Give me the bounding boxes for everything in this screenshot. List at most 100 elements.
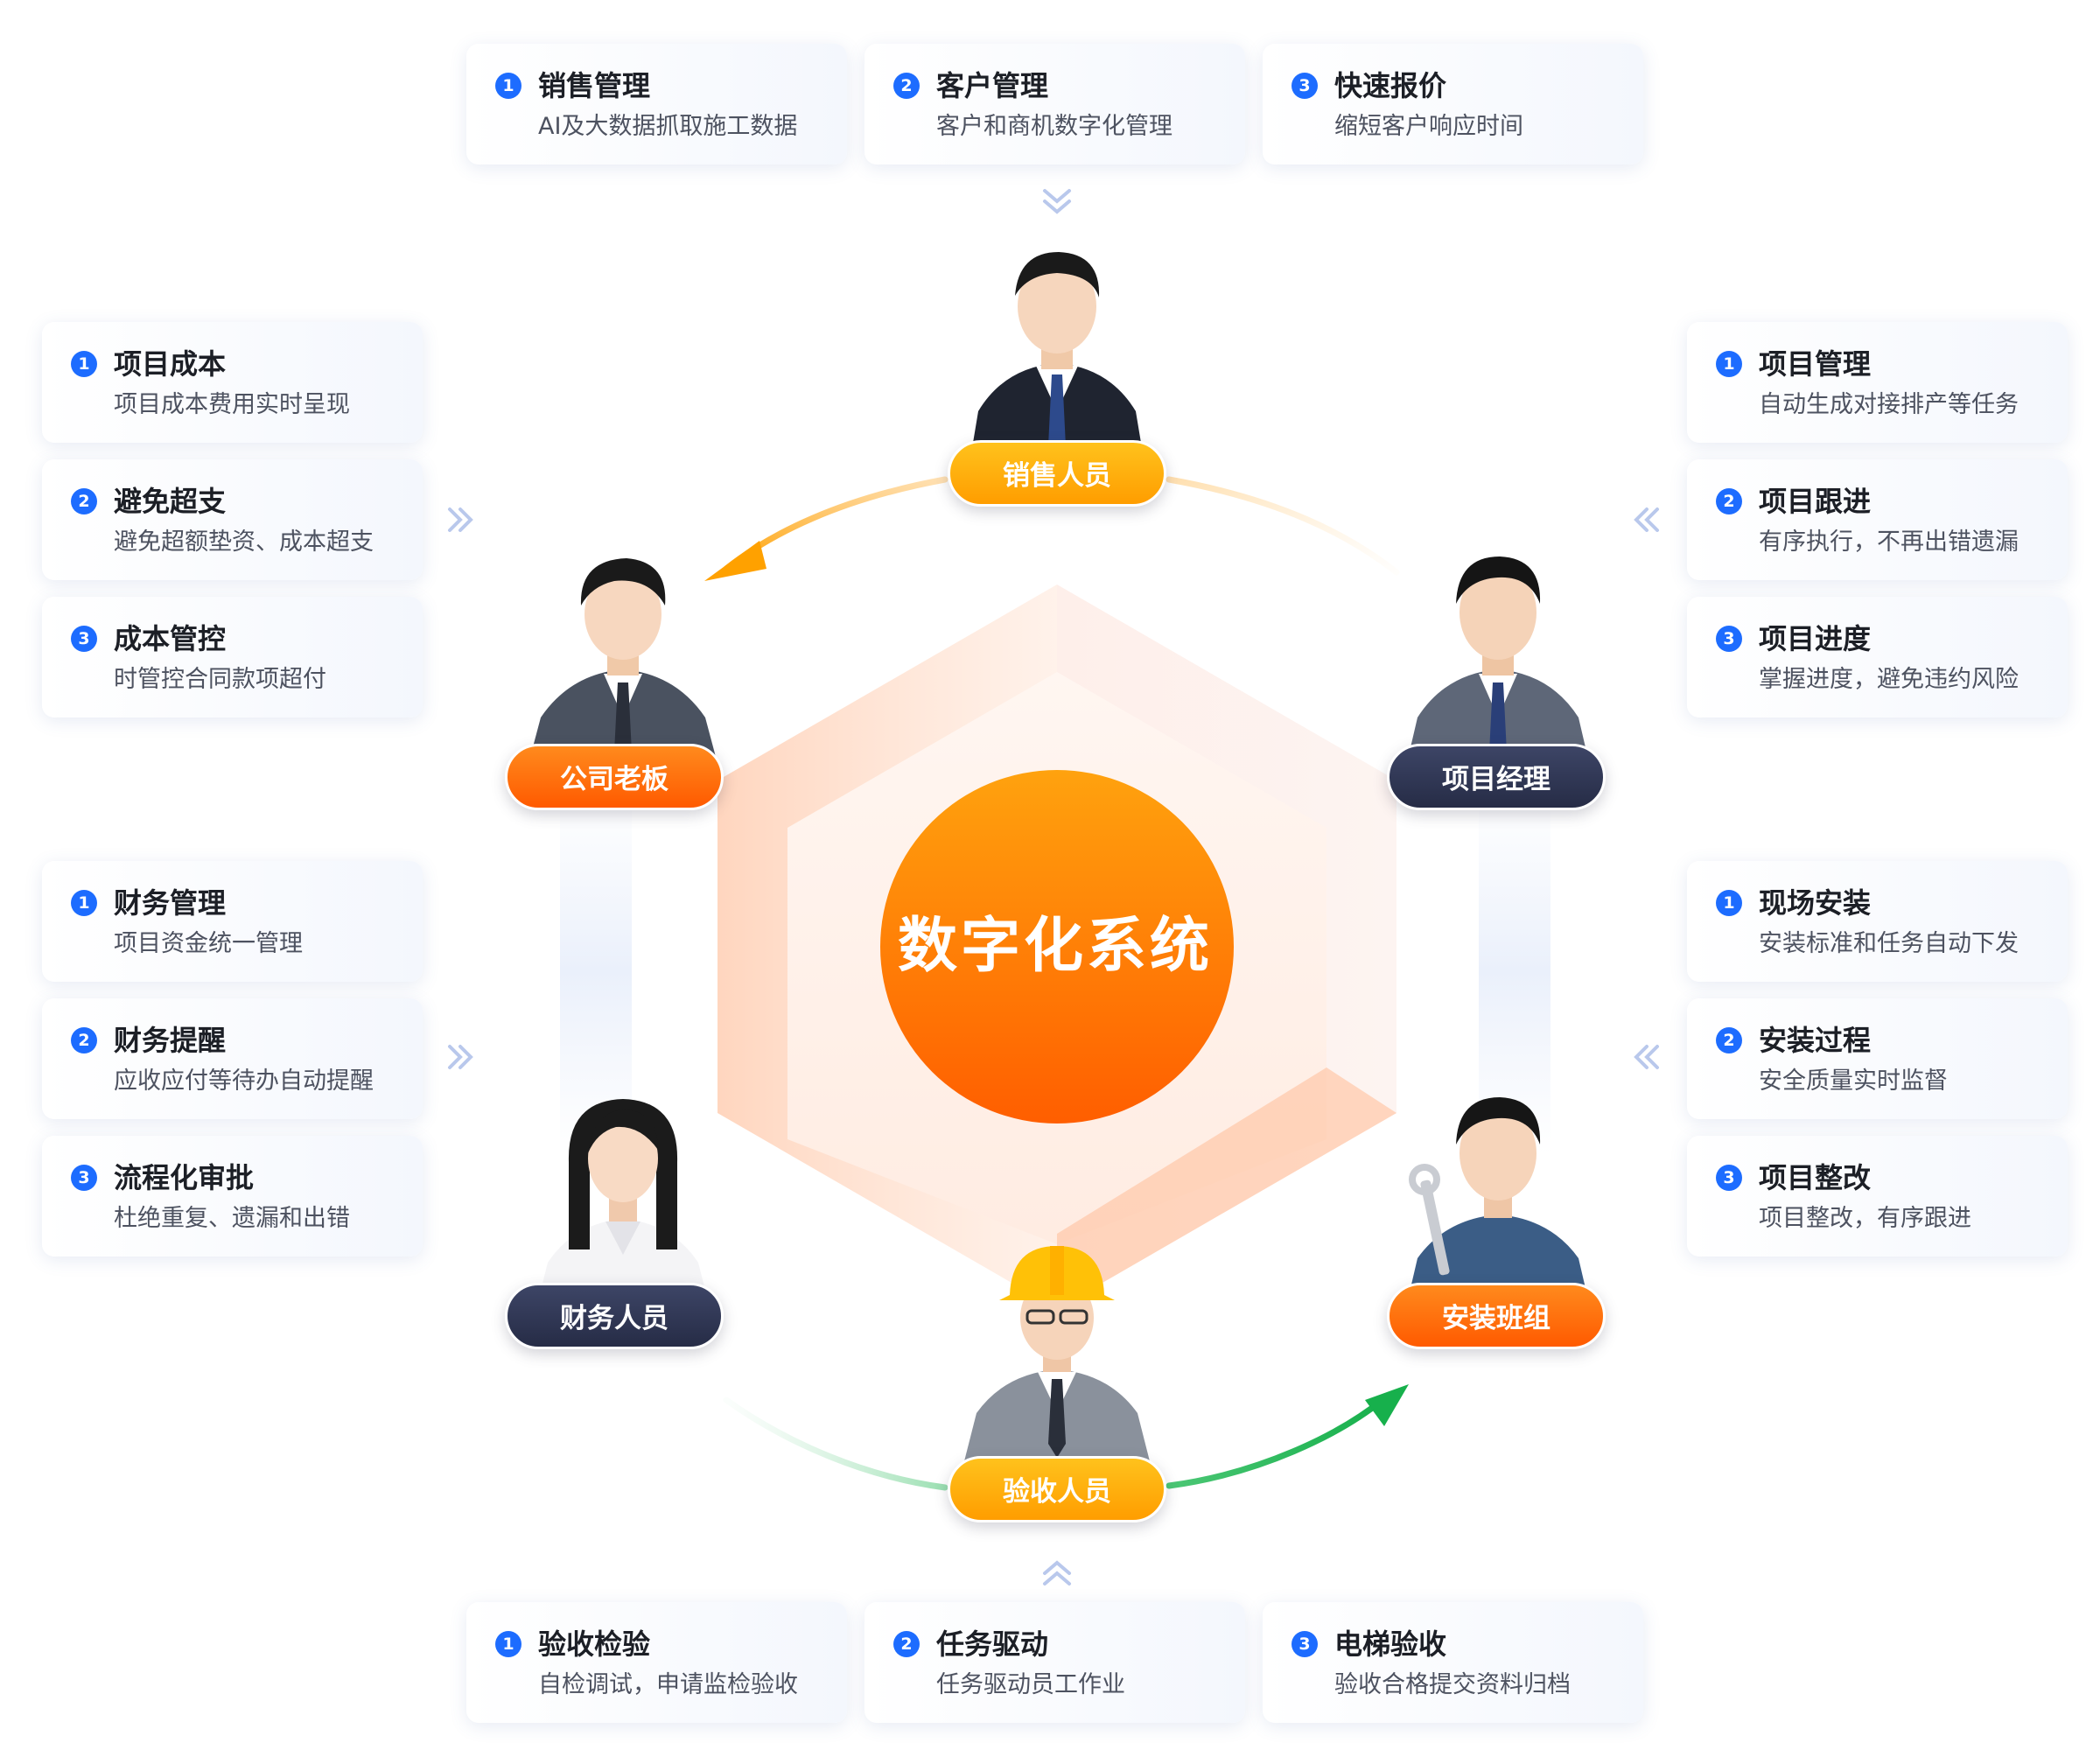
ring-arc-top-right: [1166, 476, 1400, 576]
card-finance-reminder[interactable]: 2 财务提醒 应收应付等待办自动提醒: [42, 998, 423, 1119]
role-acceptance[interactable]: 验收人员: [948, 1456, 1166, 1522]
card-description: 项目资金统一管理: [114, 930, 303, 957]
card-onsite-install[interactable]: 1 现场安装 安装标准和任务自动下发: [1687, 861, 2068, 982]
role-project-manager[interactable]: 项目经理: [1387, 744, 1606, 810]
step-number-badge: 2: [893, 1631, 920, 1657]
card-description: 客户和商机数字化管理: [936, 113, 1172, 140]
card-title: 项目成本: [114, 347, 227, 381]
ring-arc-bottom-right: [1166, 1396, 1386, 1489]
card-project-follow-up[interactable]: 2 项目跟进 有序执行，不再出错遗漏: [1687, 459, 2068, 580]
role-install-team[interactable]: 安装班组: [1387, 1283, 1606, 1349]
card-sales-management[interactable]: 1 销售管理 AI及大数据抓取施工数据: [466, 44, 847, 164]
ring-arc-bottom-left: [723, 1396, 948, 1491]
step-number-badge: 3: [71, 626, 97, 652]
card-title: 项目整改: [1759, 1161, 1872, 1194]
step-number-badge: 1: [495, 1631, 522, 1657]
step-number-badge: 3: [1292, 73, 1318, 99]
step-number-badge: 2: [71, 488, 97, 514]
step-number-badge: 1: [71, 890, 97, 916]
arrow-head-top-left: [704, 541, 766, 581]
chevron-down-icon: [1043, 189, 1071, 214]
step-number-badge: 3: [1716, 1165, 1742, 1191]
step-number-badge: 2: [1716, 1027, 1742, 1054]
chevron-right-icon: [448, 508, 473, 532]
card-description: 自动生成对接排产等任务: [1759, 391, 2019, 418]
card-description: 安装标准和任务自动下发: [1759, 930, 2019, 957]
card-title: 避免超支: [114, 485, 227, 518]
card-elevator-acceptance[interactable]: 3 电梯验收 验收合格提交资料归档: [1263, 1602, 1643, 1723]
card-description: 任务驱动员工作业: [936, 1671, 1125, 1698]
chevron-up-icon: [1043, 1560, 1071, 1586]
acceptance-inspector-avatar: [964, 1246, 1150, 1461]
card-description: AI及大数据抓取施工数据: [538, 113, 798, 140]
card-description: 时管控合同款项超付: [114, 666, 326, 693]
role-sales[interactable]: 销售人员: [948, 440, 1166, 507]
step-number-badge: 3: [1292, 1631, 1318, 1657]
card-title: 快速报价: [1334, 69, 1447, 102]
card-description: 避免超额垫资、成本超支: [114, 528, 374, 556]
arrow-head-bottom-right: [1365, 1384, 1409, 1426]
chevron-left-icon: [1634, 1045, 1659, 1069]
step-number-badge: 1: [1716, 890, 1742, 916]
card-avoid-overspend[interactable]: 2 避免超支 避免超额垫资、成本超支: [42, 459, 423, 580]
card-description: 验收合格提交资料归档: [1334, 1671, 1571, 1698]
card-title: 销售管理: [538, 69, 651, 102]
card-description: 缩短客户响应时间: [1334, 113, 1523, 140]
card-acceptance-inspection[interactable]: 1 验收检验 自检调试，申请监检验收: [466, 1602, 847, 1723]
card-title: 成本管控: [114, 622, 227, 655]
hexagon-outer-facet: [1057, 1068, 1396, 1309]
step-number-badge: 1: [1716, 351, 1742, 377]
card-title: 流程化审批: [114, 1161, 255, 1194]
center-circle: [880, 770, 1234, 1124]
card-title: 任务驱动: [936, 1628, 1049, 1661]
sales-person-avatar: [970, 252, 1144, 464]
step-number-badge: 3: [1716, 626, 1742, 652]
installer-avatar: [1405, 1097, 1591, 1311]
card-finance-management[interactable]: 1 财务管理 项目资金统一管理: [42, 861, 423, 982]
role-company-boss[interactable]: 公司老板: [505, 744, 724, 810]
step-number-badge: 2: [71, 1027, 97, 1054]
card-customer-management[interactable]: 2 客户管理 客户和商机数字化管理: [864, 44, 1245, 164]
card-title: 财务提醒: [114, 1024, 227, 1057]
step-number-badge: 1: [71, 351, 97, 377]
card-title: 项目进度: [1759, 622, 1872, 655]
card-description: 杜绝重复、遗漏和出错: [114, 1205, 350, 1232]
card-description: 应收应付等待办自动提醒: [114, 1068, 374, 1095]
card-cost-control[interactable]: 3 成本管控 时管控合同款项超付: [42, 597, 423, 718]
chevron-right-icon: [448, 1045, 473, 1069]
card-project-progress[interactable]: 3 项目进度 掌握进度，避免违约风险: [1687, 597, 2068, 718]
card-description: 自检调试，申请监检验收: [538, 1671, 798, 1698]
step-number-badge: 2: [893, 73, 920, 99]
card-title: 现场安装: [1759, 886, 1872, 920]
company-boss-avatar: [527, 558, 719, 770]
role-finance[interactable]: 财务人员: [505, 1283, 724, 1349]
card-title: 财务管理: [114, 886, 227, 920]
center-label: 数字化系统: [897, 912, 1213, 981]
card-description: 项目整改，有序跟进: [1759, 1205, 1971, 1232]
card-quick-quote[interactable]: 3 快速报价 缩短客户响应时间: [1263, 44, 1643, 164]
card-process-approval[interactable]: 3 流程化审批 杜绝重复、遗漏和出错: [42, 1136, 423, 1256]
card-title: 项目跟进: [1759, 485, 1872, 518]
card-title: 项目管理: [1759, 347, 1872, 381]
card-description: 项目成本费用实时呈现: [114, 391, 350, 418]
card-description: 有序执行，不再出错遗漏: [1759, 528, 2019, 556]
card-project-rectification[interactable]: 3 项目整改 项目整改，有序跟进: [1687, 1136, 2068, 1256]
card-title: 安装过程: [1759, 1024, 1872, 1057]
card-project-management[interactable]: 1 项目管理 自动生成对接排产等任务: [1687, 322, 2068, 443]
card-title: 客户管理: [936, 69, 1049, 102]
card-task-driven[interactable]: 2 任务驱动 任务驱动员工作业: [864, 1602, 1245, 1723]
step-number-badge: 3: [71, 1165, 97, 1191]
card-install-process[interactable]: 2 安装过程 安全质量实时监督: [1687, 998, 2068, 1119]
project-manager-avatar: [1405, 556, 1591, 770]
right-band: [1479, 788, 1550, 1155]
step-number-badge: 2: [1716, 488, 1742, 514]
card-title: 电梯验收: [1334, 1628, 1447, 1661]
card-title: 验收检验: [538, 1628, 651, 1661]
left-band: [560, 788, 632, 1155]
chevron-left-icon: [1634, 508, 1659, 532]
card-description: 安全质量实时监督: [1759, 1068, 1948, 1095]
card-project-cost[interactable]: 1 项目成本 项目成本费用实时呈现: [42, 322, 423, 443]
card-description: 掌握进度，避免违约风险: [1759, 666, 2019, 693]
finance-person-avatar: [536, 1099, 710, 1311]
